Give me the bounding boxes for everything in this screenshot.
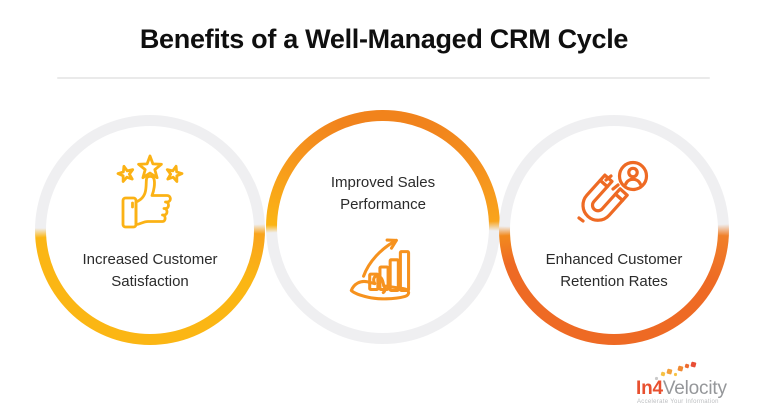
benefit-label-line1: Increased Customer xyxy=(82,251,218,268)
benefit-label-line2: Performance xyxy=(340,195,426,213)
circle-inner xyxy=(46,126,254,334)
benefit-label-line2: Satisfaction xyxy=(111,272,189,290)
benefit-circle-satisfaction: Increased Customer Satisfaction xyxy=(35,115,265,345)
benefit-label: Increased Customer Satisfaction xyxy=(82,249,217,293)
benefit-circle-retention: Enhanced Customer Retention Rates xyxy=(499,115,729,345)
benefit-label: Improved Sales Performance xyxy=(331,172,435,216)
page-title: Benefits of a Well-Managed CRM Cycle xyxy=(139,24,629,54)
hand-growth-chart-icon xyxy=(349,238,411,300)
magnet-customer-icon xyxy=(577,160,649,223)
benefit-circle-sales: Improved Sales Performance xyxy=(266,110,500,344)
benefit-label-line2: Retention Rates xyxy=(560,272,668,290)
logo-text-velocity: Velocity xyxy=(662,378,727,399)
circle-inner xyxy=(510,126,718,334)
logo-text-in4: In4 xyxy=(636,378,663,399)
benefit-label: Enhanced Customer Retention Rates xyxy=(546,249,683,293)
title-divider xyxy=(57,77,710,79)
logo-tagline: Accelerate Your Information xyxy=(637,399,719,405)
thumbs-up-stars-icon xyxy=(116,154,184,229)
logo-wordmark: In4Velocity xyxy=(636,379,727,398)
in4velocity-logo: In4Velocity Accelerate Your Information xyxy=(636,361,756,408)
benefit-label-line1: Improved Sales xyxy=(330,174,436,191)
benefit-label-line1: Enhanced Customer xyxy=(545,251,683,268)
